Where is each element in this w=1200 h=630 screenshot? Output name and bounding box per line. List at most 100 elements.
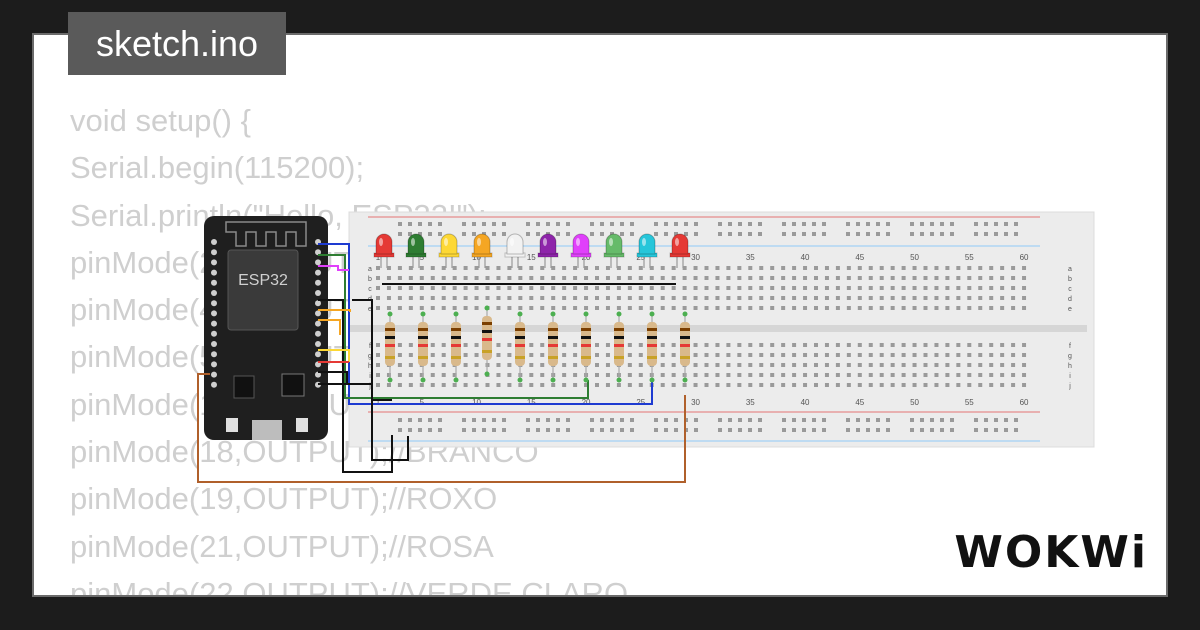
wokwi-logo: WOKWi xyxy=(954,527,1148,578)
pin xyxy=(315,279,321,286)
column-number: 30 xyxy=(691,398,700,407)
column-number: 25 xyxy=(636,398,645,407)
purple-led xyxy=(537,233,559,268)
column-number: 10 xyxy=(472,253,481,262)
row-letter: j xyxy=(1068,383,1071,390)
row-letter: e xyxy=(1068,306,1072,313)
row-letter: c xyxy=(1068,286,1072,293)
column-number: 45 xyxy=(855,398,864,407)
wires xyxy=(197,243,686,483)
resistor xyxy=(680,311,690,383)
resistor xyxy=(515,311,525,383)
pin xyxy=(211,269,217,276)
pin xyxy=(315,341,321,347)
column-number: 20 xyxy=(582,398,591,407)
pin xyxy=(315,259,321,266)
red-led-2 xyxy=(669,233,691,268)
pin xyxy=(211,351,217,358)
resistor xyxy=(647,311,657,383)
row-letter: e xyxy=(368,306,372,313)
pin xyxy=(211,259,217,266)
column-number: 40 xyxy=(801,253,810,262)
pin xyxy=(315,330,321,337)
column-number: 10 xyxy=(472,398,481,407)
resistor xyxy=(548,311,558,383)
pin xyxy=(211,239,217,245)
pin xyxy=(211,341,217,347)
column-number: 45 xyxy=(855,253,864,262)
row-letter: f xyxy=(1069,343,1071,350)
row-letter: a xyxy=(1068,266,1072,273)
pin xyxy=(211,300,217,307)
row-letter: i xyxy=(1069,373,1071,380)
column-number: 20 xyxy=(582,253,591,262)
resistor xyxy=(385,311,395,383)
pin xyxy=(211,371,217,378)
row-letter: h xyxy=(368,363,372,370)
resistor xyxy=(581,311,591,383)
row-letter: g xyxy=(368,353,372,360)
row-letter: i xyxy=(369,373,371,380)
column-number: 1 xyxy=(376,398,381,407)
column-number: 15 xyxy=(527,398,536,407)
pin xyxy=(211,249,217,256)
code-line: pinMode(19,OUTPUT);//ROXO xyxy=(70,481,498,517)
row-letter: c xyxy=(368,286,372,293)
column-number: 25 xyxy=(636,253,645,262)
row-letter: a xyxy=(368,266,372,273)
column-number: 15 xyxy=(527,253,536,262)
file-tab[interactable]: sketch.ino xyxy=(68,12,286,75)
code-line: pinMode(21,OUTPUT);//ROSA xyxy=(70,528,494,564)
column-number: 55 xyxy=(965,253,974,262)
reset-button[interactable] xyxy=(226,418,238,432)
column-number: 50 xyxy=(910,253,919,262)
pin xyxy=(211,320,217,327)
pin xyxy=(315,310,321,317)
white-led xyxy=(504,233,526,268)
row-letter: b xyxy=(368,276,372,283)
board-label: ESP32 xyxy=(238,272,288,289)
row-letter: f xyxy=(369,343,371,350)
pin xyxy=(315,300,321,307)
resistor xyxy=(418,311,428,383)
pink-led xyxy=(570,233,592,268)
column-number: 30 xyxy=(691,253,700,262)
resistor xyxy=(614,311,624,383)
boot-button[interactable] xyxy=(296,418,308,432)
pin xyxy=(315,320,321,327)
row-letter: h xyxy=(1068,363,1072,370)
code-line: void setup() { xyxy=(70,103,251,138)
pin xyxy=(211,330,217,337)
pin xyxy=(315,351,321,358)
pin xyxy=(315,249,321,256)
pin xyxy=(211,381,217,388)
column-number: 50 xyxy=(910,398,919,407)
column-number: 35 xyxy=(746,398,755,407)
pin xyxy=(315,269,321,276)
row-letter: b xyxy=(1068,276,1072,283)
column-number: 5 xyxy=(420,398,425,407)
resistor-row xyxy=(385,305,690,383)
orange-led xyxy=(471,233,493,268)
esp32-board: ESP32 xyxy=(204,216,328,440)
pin xyxy=(315,290,321,296)
led-row xyxy=(373,233,691,268)
column-number: 40 xyxy=(801,398,810,407)
code-line: pinMode(22,OUTPUT);//VERDE CLARO xyxy=(70,575,629,597)
pin xyxy=(315,371,321,378)
green-led xyxy=(405,233,427,268)
code-line: Serial.begin(115200); xyxy=(70,150,365,186)
row-letter: j xyxy=(368,383,371,390)
resistor xyxy=(482,305,492,377)
column-number: 60 xyxy=(1020,253,1029,262)
row-letter: g xyxy=(1068,353,1072,360)
column-number: 5 xyxy=(420,253,425,262)
pin xyxy=(211,310,217,317)
row-letter: d xyxy=(1068,296,1072,303)
cyan-led xyxy=(636,233,658,268)
pin xyxy=(211,290,217,296)
pin xyxy=(211,361,217,368)
red-led xyxy=(373,233,395,268)
resistor xyxy=(451,311,461,383)
